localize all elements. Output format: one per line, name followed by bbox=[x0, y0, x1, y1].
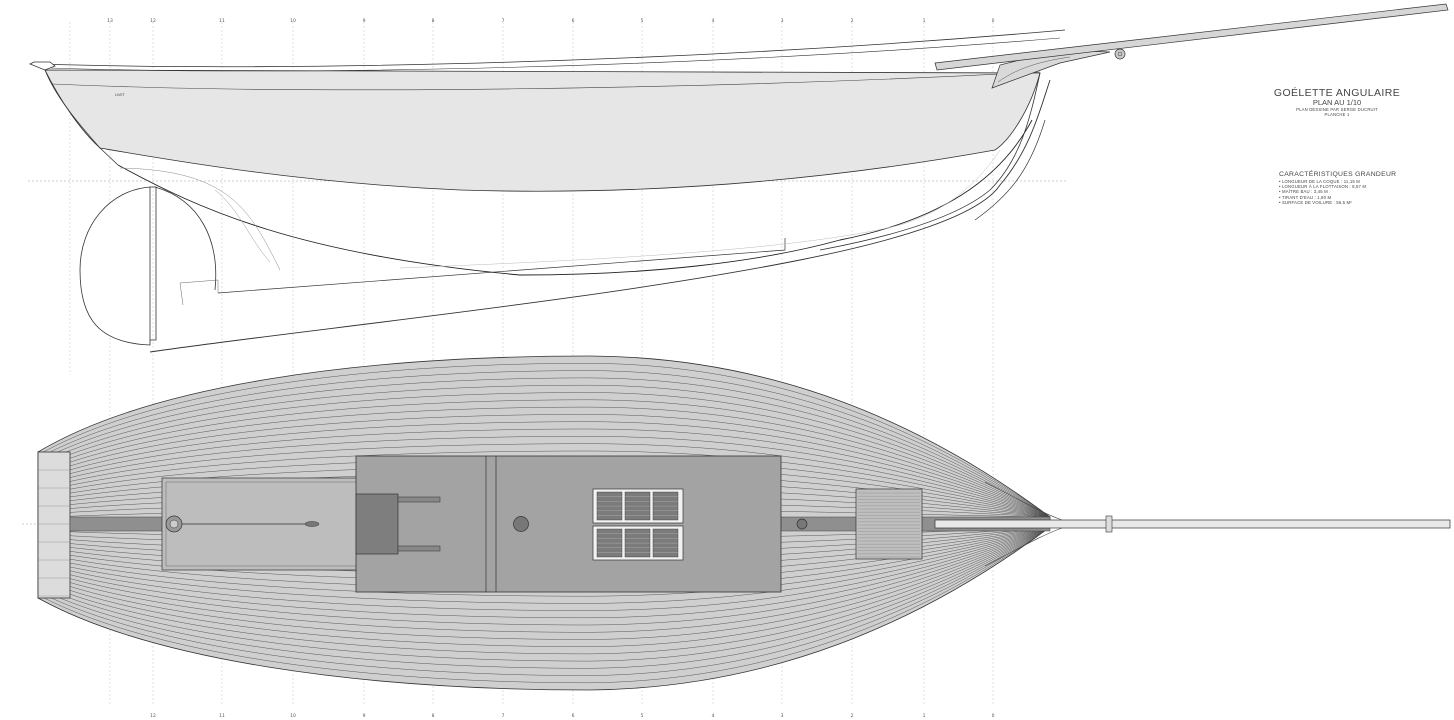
catheads bbox=[984, 481, 1063, 567]
rudder-aperture bbox=[154, 186, 217, 291]
station-number: 12 bbox=[150, 713, 156, 719]
station-number: 9 bbox=[363, 18, 366, 24]
stem bbox=[819, 72, 1041, 251]
plan-scale: PLAN AU 1/10 bbox=[1312, 98, 1362, 107]
station-number: 2 bbox=[851, 713, 854, 719]
transom bbox=[29, 61, 56, 71]
diagonal-line bbox=[214, 189, 271, 263]
spec-item: SURFACE DE VOILURE : 56,5 M² bbox=[1279, 200, 1449, 205]
plan-title: GOÉLETTE ANGULAIRE bbox=[1273, 87, 1401, 99]
spec-item: LONGUEUR À LA FLOTTAISON : 8,57 M bbox=[1279, 184, 1449, 189]
keel-bottom bbox=[217, 238, 786, 294]
plan-author: PLAN DESSINE PAR SERGE DUCRUIT bbox=[1296, 107, 1378, 112]
characteristics-heading: CARACTÉRISTIQUES GRANDEUR bbox=[1279, 171, 1397, 178]
rabbet-line bbox=[119, 167, 281, 271]
station-number: 8 bbox=[432, 18, 435, 24]
keel-line bbox=[149, 79, 1051, 353]
title-block: GOÉLETTE ANGULAIRE PLAN AU 1/10 PLAN DES… bbox=[1272, 87, 1402, 118]
rudder-stock bbox=[150, 186, 157, 341]
station-number: 4 bbox=[712, 713, 715, 719]
station-number: 6 bbox=[572, 713, 575, 719]
plan-sheet: PLANCHE 1 bbox=[1324, 112, 1350, 117]
bowsprit-plan bbox=[934, 519, 1451, 529]
station-number: 0 bbox=[992, 713, 995, 719]
forefoot bbox=[974, 119, 1046, 221]
deck-line bbox=[51, 71, 1041, 91]
main-deckhouse bbox=[355, 455, 782, 593]
station-number: 0 bbox=[992, 18, 995, 24]
station-number: 6 bbox=[572, 18, 575, 24]
transom-plan bbox=[37, 451, 71, 599]
station-number: 13 bbox=[107, 18, 113, 24]
station-number: 10 bbox=[290, 18, 296, 24]
buttock-line bbox=[399, 149, 1001, 269]
bowsprit bbox=[934, 3, 1449, 71]
figurehead-scroll bbox=[1114, 48, 1126, 60]
station-number: 4 bbox=[712, 18, 715, 24]
station-number: 1 bbox=[923, 18, 926, 24]
station-number: 8 bbox=[432, 713, 435, 719]
station-number: 11 bbox=[219, 18, 225, 24]
foremast bbox=[796, 518, 808, 530]
rail-line bbox=[49, 37, 1061, 72]
companionway bbox=[355, 493, 399, 555]
station-number: 5 bbox=[641, 713, 644, 719]
station-number: 7 bbox=[502, 18, 505, 24]
station-number: 1 bbox=[923, 713, 926, 719]
spec-item: TIRANT D'EAU : 1,80 M bbox=[1279, 195, 1449, 200]
counter bbox=[44, 69, 119, 166]
spec-item: MAÎTRE BAU : 3,45 M bbox=[1279, 189, 1449, 194]
station-number: 11 bbox=[219, 713, 225, 719]
trailboard bbox=[997, 56, 1071, 83]
hull-label: LIVET bbox=[115, 93, 126, 97]
station-number: 7 bbox=[502, 713, 505, 719]
characteristics-panel: CARACTÉRISTIQUES GRANDEUR LONGUEUR DE LA… bbox=[1279, 171, 1449, 205]
deck-plan bbox=[37, 355, 1451, 691]
station-number: 12 bbox=[150, 18, 156, 24]
sheer-line bbox=[37, 29, 1066, 68]
rudder bbox=[79, 186, 151, 346]
station-number: 3 bbox=[781, 713, 784, 719]
station-number: 5 bbox=[641, 18, 644, 24]
station-number: 10 bbox=[290, 713, 296, 719]
spec-item: LONGUEUR DE LA COQUE : 11,15 M bbox=[1279, 179, 1449, 184]
station-number: 9 bbox=[363, 713, 366, 719]
mainmast bbox=[513, 516, 529, 532]
false-keel bbox=[179, 279, 219, 306]
hull-profile: LIVET bbox=[29, 3, 1449, 353]
station-number: 2 bbox=[851, 18, 854, 24]
station-number: 3 bbox=[781, 18, 784, 24]
